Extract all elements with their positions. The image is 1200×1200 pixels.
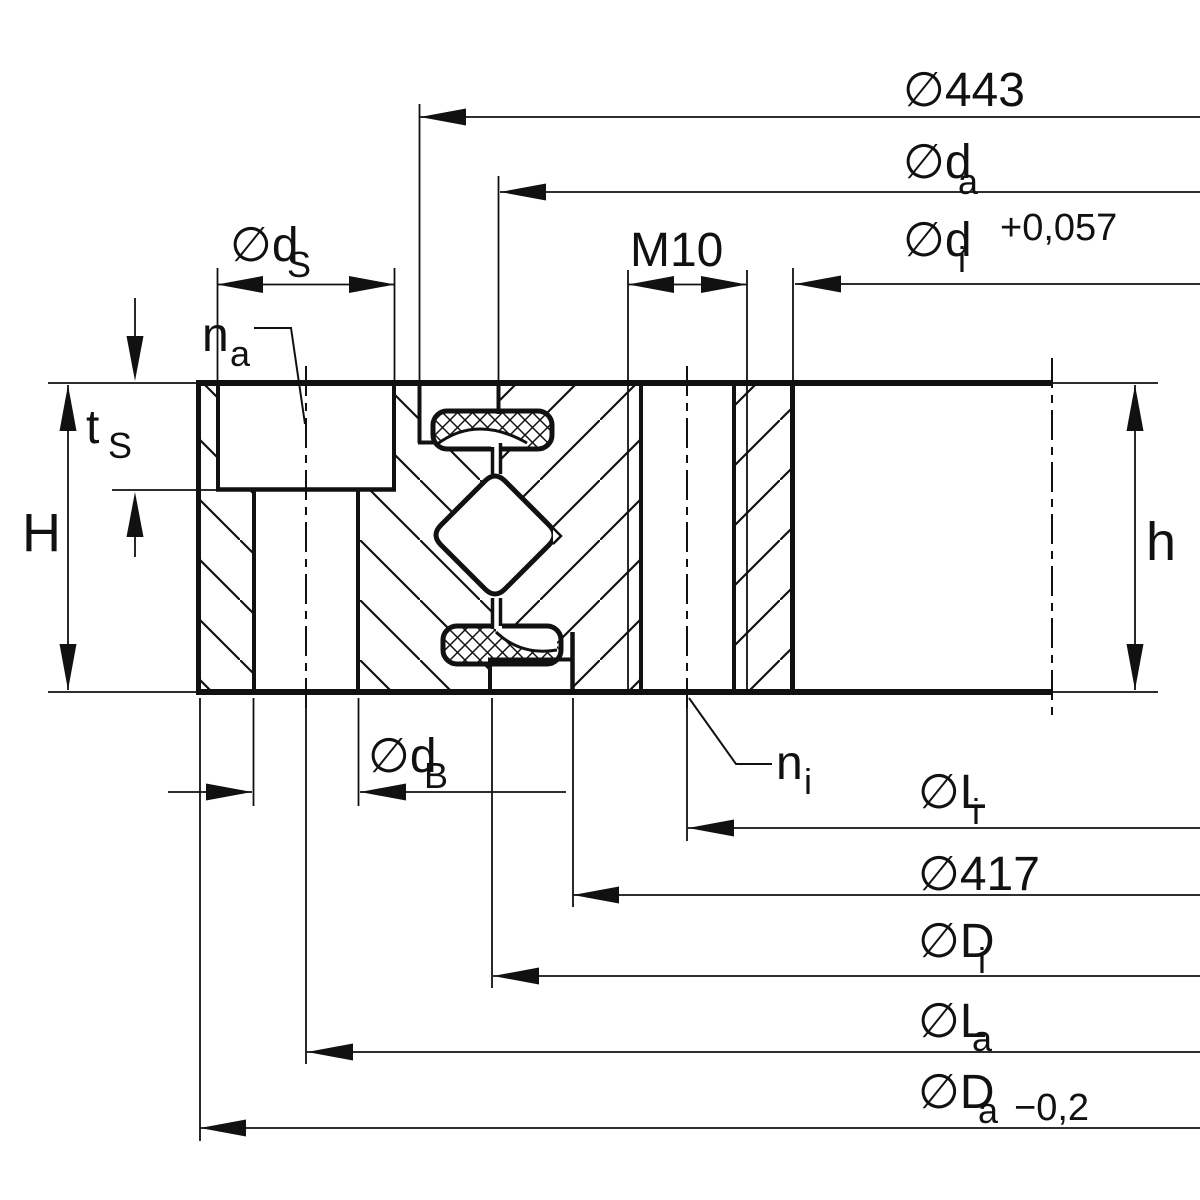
arrow-down-icon (59, 644, 77, 690)
label-dia-443: ∅443 (903, 64, 1025, 117)
arrow-left-icon (360, 783, 406, 801)
arrow-right-icon (701, 276, 747, 293)
arrow-left-icon (628, 276, 674, 293)
arrow-up-icon (1126, 385, 1144, 431)
label-dia-la-sub: a (972, 1018, 993, 1059)
label-m10: M10 (630, 224, 723, 277)
label-dia-ds-sub: S (287, 244, 311, 285)
dim-height-H (59, 385, 77, 690)
ni-leader-line (688, 697, 772, 765)
arrow-right-icon (349, 276, 395, 293)
label-dia-da-sub: a (958, 161, 979, 202)
dim-dia-Di (493, 967, 1200, 985)
arrow-down-icon (126, 336, 144, 381)
label-na: n (202, 309, 229, 362)
arrow-right-icon (206, 783, 252, 801)
crossed-roller (433, 473, 563, 597)
arrow-up-icon (126, 492, 144, 537)
label-na-sub: a (230, 333, 251, 374)
label-height-h: h (1146, 512, 1176, 572)
label-dia-di-tolerance: +0,057 (1000, 207, 1117, 249)
label-dia-Da-sub: a (978, 1090, 999, 1131)
dim-dia-la (307, 1043, 1200, 1061)
label-dia-db: ∅d (368, 730, 437, 783)
dim-dia-ds (217, 276, 395, 293)
label-dia-Da-tolerance: −0,2 (1014, 1087, 1089, 1129)
arrow-down-icon (1126, 644, 1144, 690)
dim-dia-443 (420, 108, 1200, 126)
label-dia-417: ∅417 (918, 848, 1040, 901)
top-seal (430, 408, 555, 452)
ring-split-stems (490, 443, 503, 629)
label-dia-li: ∅L (918, 766, 987, 819)
labels: ∅443 ∅d a ∅d i +0,057 M10 ∅d S n a t S H… (22, 64, 1176, 1131)
section-outlines (48, 268, 1158, 695)
label-ts: t (86, 401, 99, 454)
label-ts-sub: S (108, 425, 132, 466)
dim-dia-li (688, 819, 1200, 837)
na-leader-line (254, 327, 306, 425)
arrow-left-icon (500, 183, 546, 201)
label-dia-li-sub: i (972, 791, 980, 832)
arrow-left-icon (493, 967, 539, 985)
arrow-left-icon (688, 819, 734, 837)
leader-lines (254, 327, 772, 765)
arrow-left-icon (307, 1043, 353, 1061)
label-height-H: H (22, 503, 61, 563)
dim-height-h (1126, 385, 1144, 690)
label-ni: n (776, 737, 803, 790)
dim-dia-Da (200, 1119, 1200, 1137)
dimensions (59, 104, 1200, 1141)
arrow-left-icon (795, 275, 841, 293)
arrow-left-icon (573, 886, 619, 904)
label-ni-sub: i (804, 761, 812, 802)
label-dia-di-sub: i (958, 239, 966, 280)
label-dia-di: ∅d (903, 214, 972, 267)
arrow-left-icon (200, 1119, 246, 1137)
dim-m10 (628, 276, 747, 293)
top-extension-lines (216, 104, 500, 383)
arrow-left-icon (217, 276, 263, 293)
label-dia-Di: ∅D (918, 915, 994, 968)
label-dia-ds: ∅d (230, 219, 299, 272)
label-dia-da: ∅d (903, 136, 972, 189)
centerlines (305, 358, 1053, 716)
seals (430, 408, 564, 667)
roller-corner-notch (552, 527, 563, 545)
dim-ts (112, 298, 217, 557)
dim-dia-db (168, 698, 566, 806)
dim-dia-417 (573, 886, 1200, 904)
dim-dia-da (500, 183, 1200, 201)
arrow-up-icon (59, 385, 77, 431)
label-dia-Da: ∅D (918, 1066, 994, 1119)
label-dia-Di-sub: i (978, 940, 986, 981)
bottom-extension-lines (199, 698, 688, 1141)
label-dia-la: ∅L (918, 995, 987, 1048)
arrow-left-icon (420, 108, 466, 126)
label-dia-db-sub: B (424, 755, 448, 796)
dim-dia-di (795, 275, 1200, 293)
